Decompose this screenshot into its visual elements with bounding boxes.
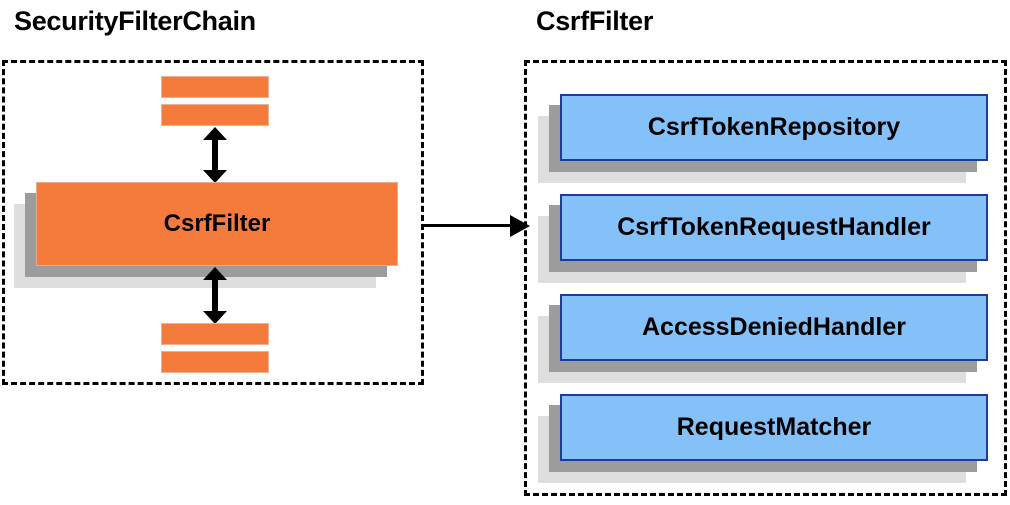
box-face: CsrfTokenRequestHandler [560,194,988,261]
collaborator-box-csrf-token-request-handler[interactable]: CsrfTokenRequestHandler [538,194,988,283]
double-arrow-down-icon [203,267,227,324]
collaborator-label: CsrfTokenRequestHandler [617,213,931,241]
box-face: RequestMatcher [560,394,988,461]
box-face: CsrfTokenRepository [560,94,988,161]
box-face: CsrfFilter [36,182,398,266]
connector-arrow-icon [424,215,530,237]
arrow-head-up [203,127,227,140]
filter-bar-top-2 [161,104,269,126]
box-face: AccessDeniedHandler [560,294,988,361]
collaborator-label: RequestMatcher [676,413,872,441]
page-title-security-filter-chain: SecurityFilterChain [14,6,256,36]
page-title-csrf-filter: CsrfFilter [536,6,654,36]
arrow-head-up [203,267,227,280]
csrf-filter-label: CsrfFilter [163,210,271,237]
collaborator-box-csrf-token-repository[interactable]: CsrfTokenRepository [538,94,988,183]
csrf-filter-box[interactable]: CsrfFilter [14,182,398,288]
collaborator-label: CsrfTokenRepository [647,113,901,141]
arrow-head-down [203,311,227,324]
filter-bar-top-1 [161,76,269,98]
filter-bar-bottom-1 [161,323,269,345]
arrow-shaft [212,278,218,313]
group-box-security-filter-chain [2,60,424,385]
double-arrow-up-icon [203,127,227,183]
group-box-csrf-filter [524,60,1007,496]
collaborator-box-request-matcher[interactable]: RequestMatcher [538,394,988,483]
filter-bar-bottom-2 [161,351,269,373]
collaborator-label: AccessDeniedHandler [641,313,906,341]
collaborator-box-access-denied-handler[interactable]: AccessDeniedHandler [538,294,988,383]
arrow-shaft [424,224,516,227]
arrow-shaft [212,138,218,172]
arrow-head-down [203,170,227,183]
